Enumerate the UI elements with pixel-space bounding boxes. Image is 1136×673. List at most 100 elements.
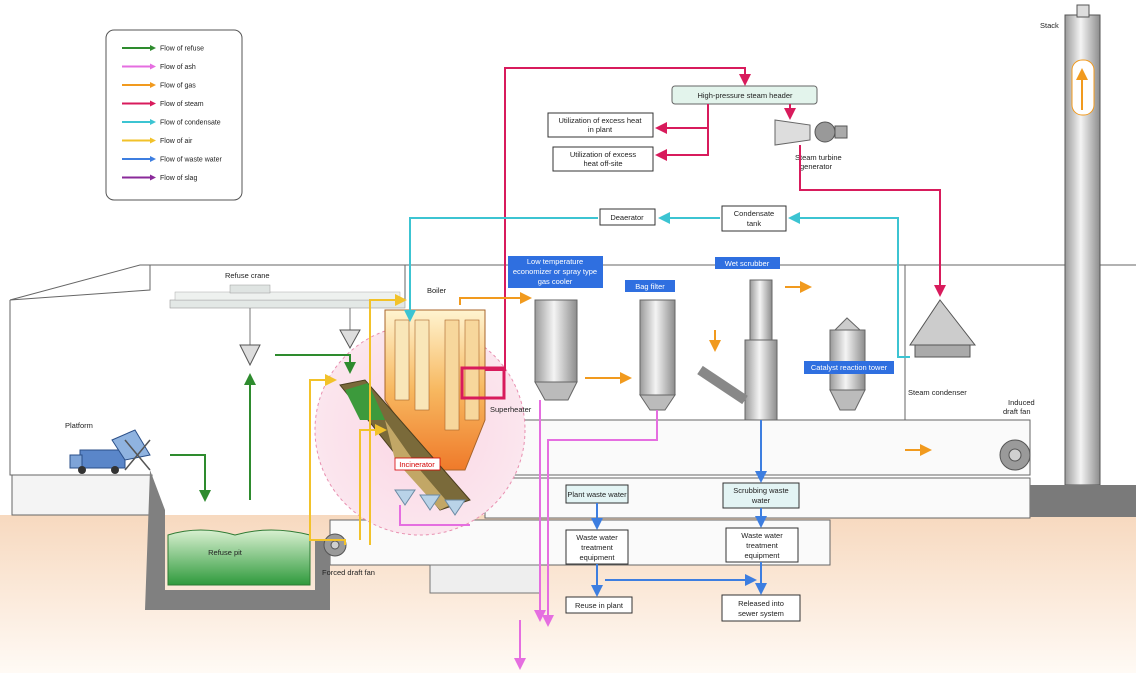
air-flow-3	[369, 294, 407, 545]
refuse-crane-label: Refuse crane	[225, 271, 270, 280]
scrub-ww-label-1: Scrubbing waste	[733, 486, 788, 495]
low-temp-economizer-tag	[508, 256, 603, 288]
legend-label: Flow of condensate	[160, 120, 221, 127]
excess-heat-offsite-box	[552, 146, 654, 172]
legend-label: Flow of air	[160, 138, 193, 145]
steam-turbine	[774, 119, 848, 146]
forced-draft-fan	[323, 533, 347, 557]
legend-arrow-icon	[150, 137, 156, 144]
cond-tank-label-1: Condensate	[734, 209, 774, 218]
turbine-label-2: generator	[800, 162, 833, 171]
wwt-scrub-3: equipment	[744, 551, 780, 560]
scrub-ww-box	[722, 482, 800, 509]
bag-filter	[639, 299, 676, 411]
reuse-box	[565, 596, 633, 614]
incinerator-label: Incinerator	[399, 460, 435, 469]
legend-label: Flow of refuse	[160, 46, 204, 53]
ash-flow-1	[399, 505, 470, 526]
bag-filter-label: Bag filter	[635, 282, 665, 291]
reuse-label: Reuse in plant	[575, 601, 624, 610]
excess-heat-plant-2: in plant	[588, 125, 613, 134]
stack-label: Stack	[1040, 21, 1059, 30]
legend-arrow-icon	[150, 174, 156, 181]
legend-arrow-icon	[150, 100, 156, 107]
bag-filter-tag	[625, 280, 675, 292]
truck-icon	[69, 429, 151, 474]
legend-label: Flow of ash	[160, 64, 196, 71]
condensate-flow-1	[788, 212, 910, 358]
legend-arrow-icon	[150, 156, 156, 162]
air-flow-2	[359, 424, 387, 540]
scrub-ww-label-2: water	[751, 496, 771, 505]
induced-label-1: Induced	[1008, 398, 1035, 407]
incinerator-label-box	[394, 457, 441, 471]
superheater	[460, 366, 506, 400]
steam-flow-offsite	[655, 128, 709, 161]
refuse-pit	[145, 470, 330, 610]
wwt-plant-3: equipment	[579, 553, 615, 562]
catalyst-label: Catalyst reaction tower	[811, 363, 888, 372]
hp-steam-header	[671, 85, 818, 105]
hp-header-label: High-pressure steam header	[697, 91, 793, 100]
induced-fan	[999, 439, 1031, 471]
condensate-tank-box	[721, 205, 787, 232]
excess-heat-plant-box	[547, 112, 654, 138]
excess-heat-offsite-1: Utilization of excess	[570, 150, 637, 159]
low-temp-label-2: economizer or spray type	[513, 267, 597, 276]
gas-flow-1	[459, 292, 532, 305]
legend-box	[105, 29, 243, 201]
plant-ww-label: Plant waste water	[567, 490, 627, 499]
catalyst-tower	[829, 317, 866, 411]
ash-flow-3	[542, 410, 658, 627]
legend-arrow-icon	[150, 82, 156, 88]
legend-label: Flow of steam	[160, 101, 204, 108]
low-temp-label-3: gas cooler	[538, 277, 573, 286]
wwt-scrub-2: treatment	[746, 541, 779, 550]
turbine-label-1: Steam turbine	[795, 153, 842, 162]
deaerator-box	[599, 208, 656, 226]
catalyst-tag	[804, 361, 894, 374]
released-box	[721, 594, 801, 622]
ash-trough	[429, 564, 541, 594]
forced-fan-label: Forced draft fan	[322, 568, 375, 577]
wet-scrubber-tag	[715, 257, 780, 269]
wet-scrubber	[697, 279, 778, 421]
legend-label: Flow of gas	[160, 83, 196, 90]
excess-heat-plant-1: Utilization of excess heat	[559, 116, 643, 125]
low-temp-label-1: Low temperature	[527, 257, 583, 266]
refuse-flow-3	[275, 354, 356, 374]
steam-flow-plant	[655, 104, 709, 134]
incinerator	[339, 379, 471, 516]
steam-flow-main	[485, 67, 751, 371]
condensate-flow-3	[404, 217, 598, 322]
refuse-pit-label: Refuse pit	[208, 548, 243, 557]
steam-condenser-label: Steam condenser	[908, 388, 967, 397]
wwt-plant-2: treatment	[581, 543, 614, 552]
legend-arrow-icon	[150, 45, 156, 51]
refuse-flow-1	[170, 454, 211, 502]
legend-label: Flow of slag	[160, 175, 197, 182]
cond-tank-label-2: tank	[747, 219, 761, 228]
induced-label-2: draft fan	[1003, 407, 1031, 416]
wwt-scrub-1: Waste water	[741, 531, 783, 540]
deaerator-label: Deaerator	[610, 213, 644, 222]
legend-label: Flow of waste water	[160, 157, 223, 164]
steam-condenser	[909, 299, 977, 358]
legend-arrow-icon	[150, 119, 156, 125]
flow-lines	[170, 67, 1088, 670]
platform-label: Platform	[65, 421, 93, 430]
steam-flow-condenser	[799, 145, 946, 297]
legend-arrow-icon	[150, 63, 156, 70]
wet-scrubber-label: Wet scrubber	[725, 259, 770, 268]
released-label-2: sewer system	[738, 609, 784, 618]
wwt-plant-1: Waste water	[576, 533, 618, 542]
superheater-label: Superheater	[490, 405, 532, 414]
boiler-label: Boiler	[427, 286, 447, 295]
excess-heat-offsite-2: heat off-site	[583, 159, 622, 168]
released-label-1: Released into	[738, 599, 784, 608]
air-flow-1	[309, 374, 346, 545]
economizer	[534, 299, 578, 401]
boiler	[384, 309, 486, 471]
